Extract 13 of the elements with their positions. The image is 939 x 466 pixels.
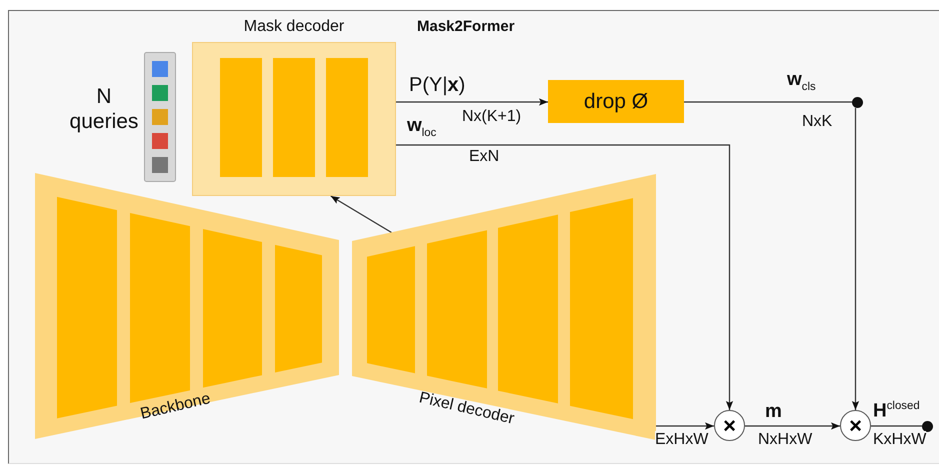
block-title: Mask decoder (242, 18, 346, 36)
diagram-title: Mask2Former (417, 18, 515, 35)
connector-arrow (330, 195, 392, 234)
connector-arrow (852, 108, 860, 410)
block-label: Backbone (138, 390, 212, 424)
dimension-label: Nx(K+1) (462, 108, 522, 126)
connector-arrow (396, 144, 734, 410)
connector-arrow (396, 98, 548, 106)
process-box: drop Ø (548, 80, 684, 123)
connector-arrow (656, 422, 714, 430)
edge-label: P(Y|x) (409, 75, 466, 95)
connector-arrow (745, 422, 840, 430)
block-label: Pixel decoder (417, 389, 516, 429)
